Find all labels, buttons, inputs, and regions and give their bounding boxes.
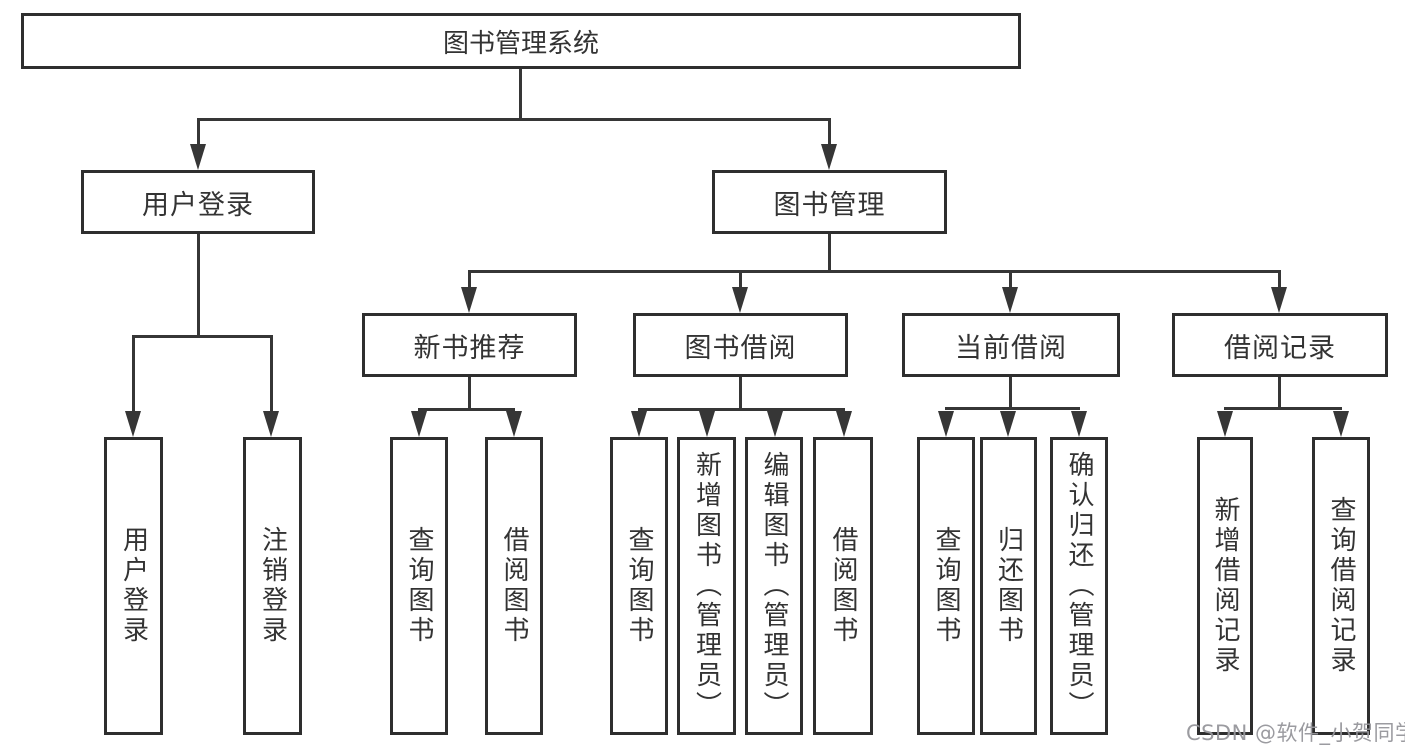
connector-line [1009, 377, 1012, 407]
leaf-recommend-borrow-books: 借阅图书 [485, 437, 543, 735]
node-label: 归还图书 [993, 526, 1024, 646]
connector-arrow [1000, 411, 1016, 437]
node-label: 借阅图书 [499, 526, 529, 646]
leaf-user-login: 用户登录 [104, 437, 163, 735]
node-label: 新增借阅记录 [1210, 496, 1240, 676]
node-label: 用户登录 [142, 189, 254, 221]
connector-arrow [821, 144, 837, 170]
connector-line [468, 270, 471, 290]
connector-line [418, 408, 515, 411]
connector-line [638, 408, 845, 411]
node-label: 注销登录 [257, 526, 288, 646]
connector-line [270, 335, 273, 413]
connector-arrow [1333, 411, 1349, 437]
connector-line [828, 234, 831, 270]
node-book-management: 图书管理 [712, 170, 947, 234]
node-book-borrowing: 图书借阅 [633, 313, 848, 377]
node-label: 确认归还（管理员） [1064, 451, 1094, 721]
connector-arrow [263, 411, 279, 437]
node-label: 用户登录 [118, 526, 149, 646]
leaf-current-query-books: 查询图书 [917, 437, 975, 735]
connector-line [468, 270, 1281, 273]
node-label: 借阅图书 [828, 526, 858, 646]
connector-arrow [1071, 411, 1087, 437]
leaf-borrowing-query-books: 查询图书 [610, 437, 668, 735]
connector-line [132, 335, 135, 413]
connector-arrow [938, 411, 954, 437]
connector-arrow [699, 411, 715, 437]
connector-line [945, 407, 1080, 410]
node-label: 查询借阅记录 [1326, 496, 1356, 676]
leaf-logout: 注销登录 [243, 437, 302, 735]
node-label: 查询图书 [624, 526, 654, 646]
connector-arrow [461, 287, 477, 313]
leaf-records-add-record: 新增借阅记录 [1197, 437, 1253, 735]
connector-line [1224, 407, 1342, 410]
connector-arrow [506, 411, 522, 437]
node-library-management-system: 图书管理系统 [21, 13, 1021, 69]
node-label: 新书推荐 [413, 332, 526, 364]
connector-line [828, 118, 831, 146]
node-borrowing-records: 借阅记录 [1172, 313, 1388, 377]
leaf-current-confirm-return-admin: 确认归还（管理员） [1050, 437, 1108, 735]
connector-line [1009, 270, 1012, 290]
leaf-records-query-record: 查询借阅记录 [1312, 437, 1370, 735]
node-label: 图书管理系统 [442, 28, 599, 59]
leaf-recommend-query-books: 查询图书 [390, 437, 448, 735]
node-label: 当前借阅 [955, 332, 1067, 364]
leaf-borrowing-edit-books-admin: 编辑图书（管理员） [745, 437, 803, 735]
node-user-login: 用户登录 [81, 170, 315, 234]
node-label: 借阅记录 [1224, 332, 1336, 364]
node-label: 图书借阅 [684, 332, 797, 364]
leaf-borrowing-borrow-books: 借阅图书 [813, 437, 873, 735]
connector-arrow [125, 411, 141, 437]
connector-line [1278, 377, 1281, 407]
connector-arrow [411, 411, 427, 437]
connector-arrow [732, 287, 748, 313]
node-label: 编辑图书（管理员） [759, 451, 789, 721]
connector-line [132, 335, 273, 338]
connector-line [739, 377, 742, 408]
connector-arrow [1217, 411, 1233, 437]
connector-arrow [1002, 287, 1018, 313]
connector-arrow [1271, 287, 1287, 313]
connector-arrow [190, 144, 206, 170]
node-label: 查询图书 [404, 526, 434, 646]
connector-arrow [631, 411, 647, 437]
node-label: 图书管理 [773, 189, 886, 221]
connector-line [1278, 270, 1281, 290]
node-current-borrowing: 当前借阅 [902, 313, 1120, 377]
csdn-watermark: CSDN @软件_小贺同学 [1186, 721, 1405, 745]
connector-arrow [767, 411, 783, 437]
node-label: 查询图书 [931, 526, 961, 646]
connector-line [739, 270, 742, 290]
node-new-book-recommend: 新书推荐 [362, 313, 577, 377]
connector-line [197, 118, 200, 146]
connector-line [519, 69, 522, 118]
connector-line [197, 118, 831, 121]
leaf-current-return-books: 归还图书 [980, 437, 1037, 735]
connector-arrow [836, 411, 852, 437]
leaf-borrowing-add-books-admin: 新增图书（管理员） [677, 437, 736, 735]
node-label: 新增图书（管理员） [691, 451, 722, 721]
connector-line [468, 377, 471, 408]
connector-line [197, 234, 200, 335]
